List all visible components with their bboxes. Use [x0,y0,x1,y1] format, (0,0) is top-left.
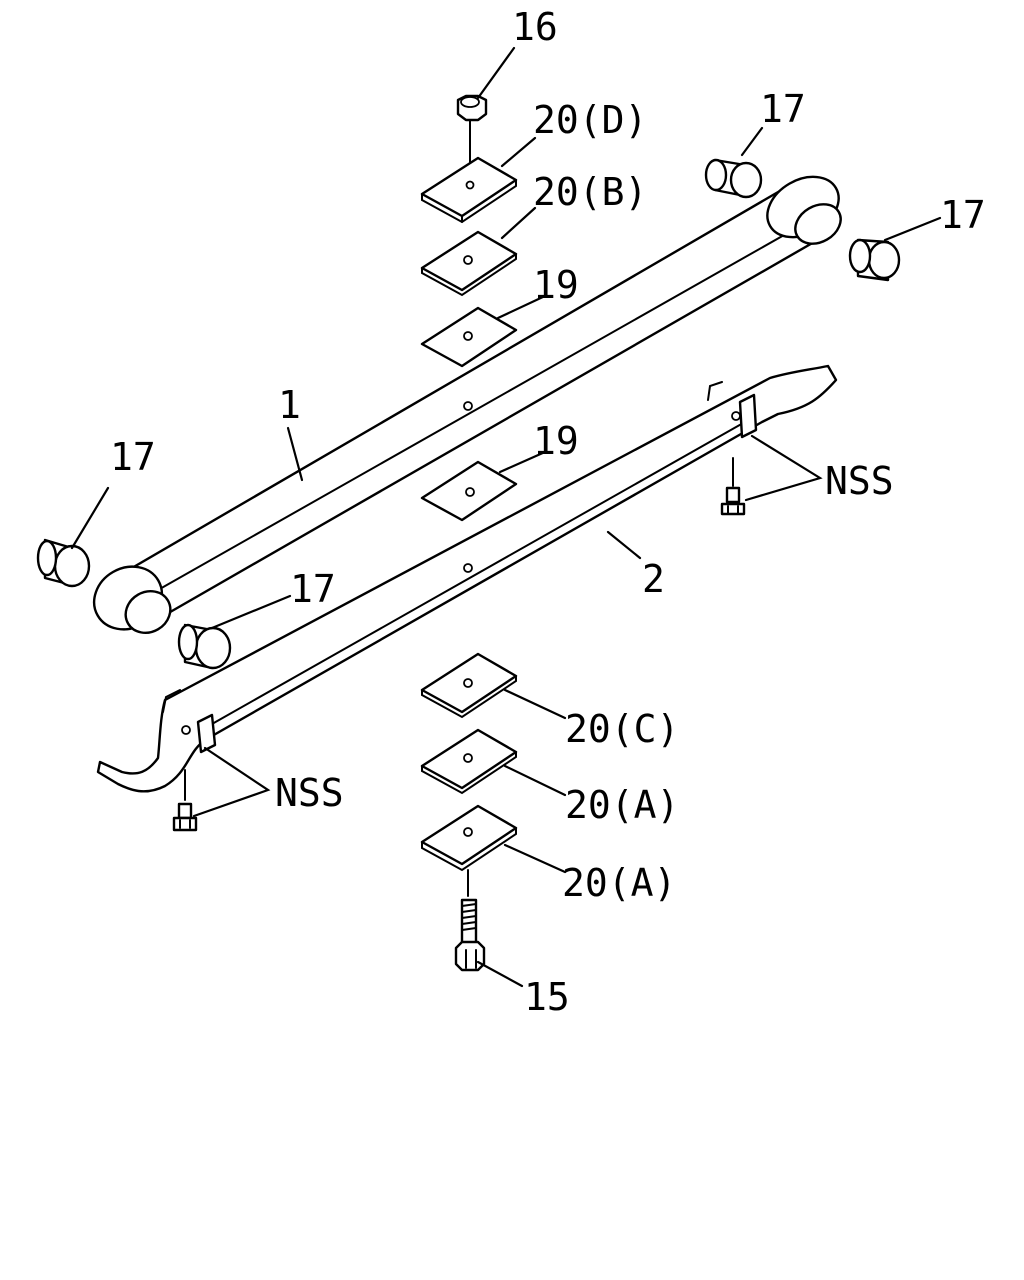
label-part-17-top-left: 17 [760,87,806,131]
label-part-20c: 20(C) [565,707,679,751]
bushing-top-right [848,238,901,282]
plate-20a-upper [420,728,518,795]
bolt [454,898,486,972]
label-part-20a-upper: 20(A) [565,783,679,827]
plate-20a-lower [420,804,518,872]
label-part-2: 2 [642,557,665,601]
label-part-15: 15 [524,975,570,1019]
nss-bolt-left [172,802,198,832]
main-leaf-spring [92,175,842,634]
bushing-bottom-center [177,623,232,670]
plate-20b [420,230,518,297]
nut [456,94,488,122]
label-part-20b: 20(B) [533,170,647,214]
label-part-1: 1 [278,383,301,427]
plate-20c [420,652,518,719]
label-part-19-top: 19 [533,263,579,307]
plate-19-middle [420,460,518,522]
label-part-16: 16 [512,5,558,49]
nss-bolt-right [720,486,746,516]
label-part-17-top-right: 17 [940,193,986,237]
bushing-bottom-left [36,538,91,588]
second-leaf-spring [96,364,838,793]
leader-lines [70,46,942,988]
label-nss-right: NSS [825,459,894,503]
plate-19-top [420,306,518,368]
label-part-20a-lower: 20(A) [562,861,676,905]
bushing-top-left [704,158,763,199]
label-part-19-middle: 19 [533,419,579,463]
plate-20d [420,156,518,224]
label-part-17-bottom-left: 17 [110,435,156,479]
label-nss-left: NSS [275,771,344,815]
label-part-20d: 20(D) [533,98,647,142]
label-part-17-bottom-center: 17 [290,567,336,611]
